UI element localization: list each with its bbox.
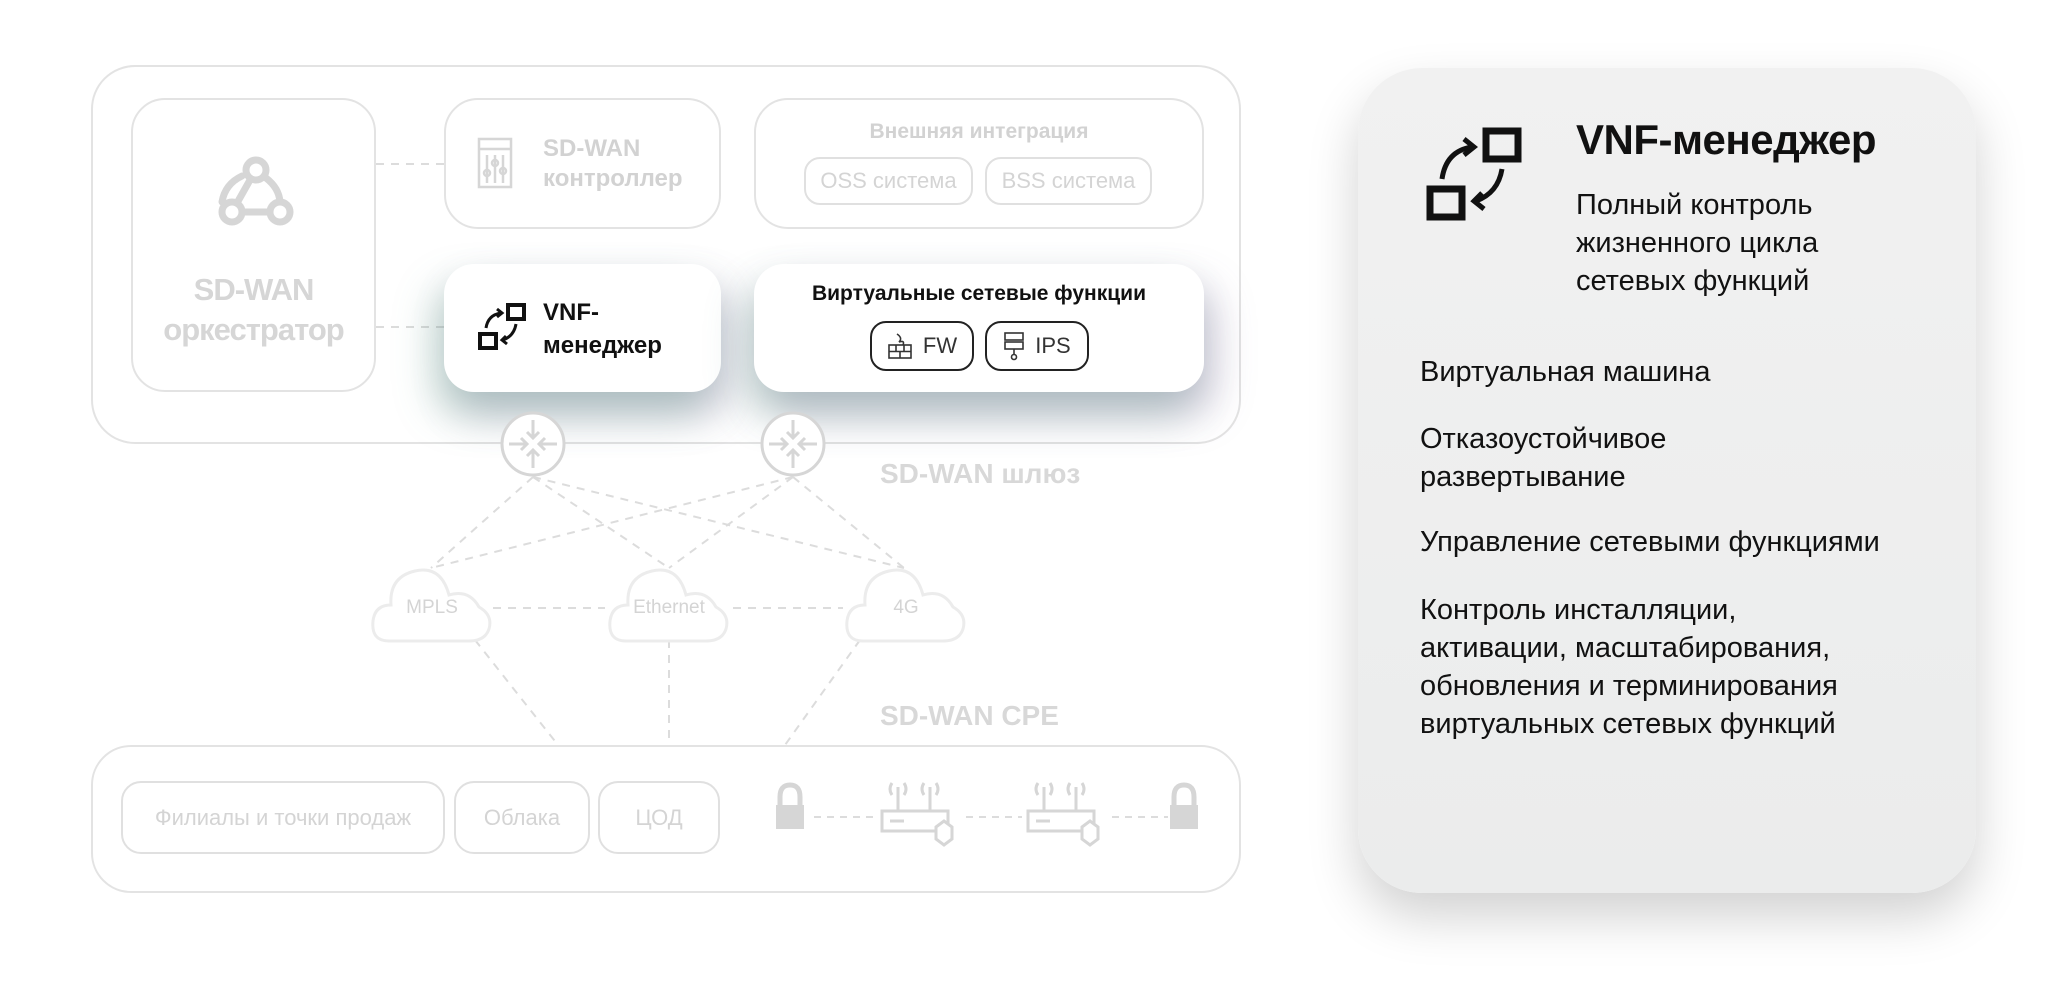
- cloud-icon: [608, 568, 729, 643]
- panel-subtitle: Полный контроль жизненного цикла сетевых…: [1576, 186, 1818, 300]
- fw-pill[interactable]: FW: [870, 321, 974, 371]
- cloud-label: Ethernet: [633, 597, 705, 618]
- firewall-icon: [888, 333, 912, 359]
- feature-line: Контроль инсталляции,: [1420, 594, 1737, 626]
- orchestrator-line1: SD-WAN: [193, 272, 315, 307]
- controller-line1: SD-WAN: [543, 135, 641, 162]
- controller-box[interactable]: SD-WAN контроллер: [444, 98, 721, 229]
- cpe-router-icon: [1026, 782, 1100, 847]
- cloud-ethernet[interactable]: Ethernet: [606, 555, 732, 645]
- cloud-icon: [371, 568, 492, 643]
- subtitle-line: Полный контроль: [1576, 189, 1813, 221]
- feature-line: Виртуальная машина: [1420, 356, 1711, 388]
- vnf-card-line1: VNF-: [543, 299, 599, 326]
- oss-system-pill[interactable]: OSS система: [804, 157, 973, 205]
- vnf-manager-card[interactable]: VNF- менеджер: [444, 264, 721, 392]
- cpe-router-icon: [880, 782, 954, 847]
- vnf-transfer-icon: [478, 303, 526, 350]
- feature-line: развертывание: [1420, 461, 1626, 493]
- cloud-icon: [845, 568, 966, 643]
- fw-label: FW: [922, 333, 958, 358]
- cloud-label: 4G: [893, 597, 919, 618]
- subtitle-line: сетевых функций: [1576, 265, 1810, 297]
- external-integration-box[interactable]: Внешняя интеграция: [754, 98, 1204, 229]
- bss-system-pill[interactable]: BSS система: [985, 157, 1152, 205]
- vnf-transfer-icon: [1426, 127, 1522, 221]
- external-integration-title: Внешняя интеграция: [869, 120, 1089, 143]
- sdwan-top-container: [91, 65, 1241, 444]
- lock-icon: [1170, 782, 1198, 829]
- panel-title: VNF-менеджер: [1576, 116, 1877, 163]
- orchestrator-line2: оркестратор: [163, 312, 344, 347]
- cpe-label: SD-WAN CPE: [880, 700, 1059, 731]
- feature-line: виртуальных сетевых функций: [1420, 708, 1836, 740]
- cloud-4g[interactable]: 4G: [843, 555, 969, 645]
- feature-lifecycle-control: Контроль инсталляции, активации, масштаб…: [1420, 591, 1838, 743]
- orchestrator-title: SD-WAN оркестратор: [133, 270, 374, 350]
- feature-function-management: Управление сетевыми функциями: [1420, 523, 1880, 561]
- ips-label: IPS: [1035, 333, 1071, 358]
- controller-sliders-icon: [477, 137, 513, 189]
- virtual-functions-card[interactable]: Виртуальные сетевые функции: [754, 264, 1204, 392]
- webhook-icon: [218, 156, 294, 226]
- feature-virtual-machine: Виртуальная машина: [1420, 353, 1711, 391]
- gateway-label: SD-WAN шлюз: [880, 458, 1081, 489]
- cloud-mpls[interactable]: MPLS: [369, 555, 495, 645]
- gateway-router-icon[interactable]: [499, 410, 567, 478]
- gateway-router-icon[interactable]: [759, 410, 827, 478]
- ips-pill[interactable]: IPS: [985, 321, 1089, 371]
- site-branches[interactable]: Филиалы и точки продаж: [121, 781, 445, 854]
- cpe-container: [91, 745, 1241, 893]
- orchestrator-box[interactable]: SD-WAN оркестратор: [131, 98, 376, 392]
- server-icon: [1004, 332, 1025, 361]
- virtual-functions-title: Виртуальные сетевые функции: [811, 282, 1146, 305]
- feature-line: активации, масштабирования,: [1420, 632, 1831, 664]
- cpe-chain: [776, 782, 1198, 847]
- lock-icon: [776, 782, 804, 829]
- feature-fault-tolerant: Отказоустойчивое развертывание: [1420, 420, 1666, 496]
- feature-line: Управление сетевыми функциями: [1420, 526, 1880, 558]
- site-clouds[interactable]: Облака: [454, 781, 590, 854]
- site-datacenter[interactable]: ЦОД: [598, 781, 720, 854]
- cloud-label: MPLS: [406, 597, 458, 618]
- feature-line: обновления и терминирования: [1420, 670, 1838, 702]
- subtitle-line: жизненного цикла: [1576, 227, 1819, 259]
- controller-line2: контроллер: [543, 165, 683, 192]
- feature-line: Отказоустойчивое: [1420, 423, 1667, 455]
- vnf-card-line2: менеджер: [543, 332, 662, 359]
